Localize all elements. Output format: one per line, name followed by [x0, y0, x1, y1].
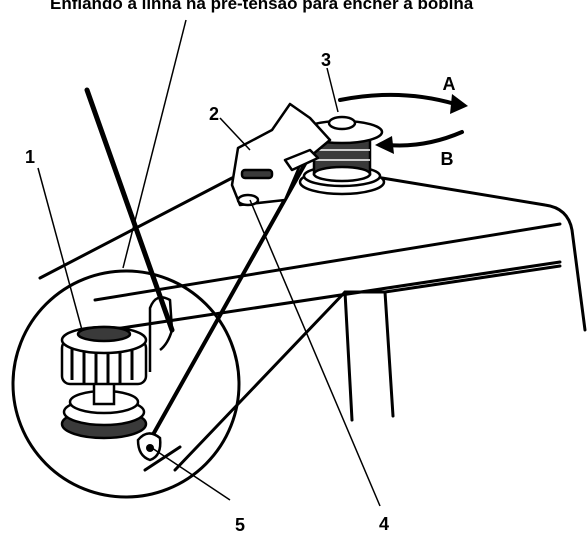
eyelet-hole — [146, 444, 154, 452]
arrowheads — [375, 94, 468, 154]
leader-4 — [249, 199, 381, 507]
arrowhead-b — [375, 136, 394, 154]
leader-1 — [37, 167, 83, 331]
caption-text: Enfiando a linha na pré-tensão para ench… — [50, 0, 474, 13]
leader-lines — [37, 19, 381, 507]
thread-guide-hook — [148, 296, 174, 372]
callout-5: 5 — [235, 515, 245, 535]
callout-3: 3 — [321, 50, 331, 70]
callout-2: 2 — [209, 104, 219, 124]
tension-knob — [60, 325, 148, 440]
leader-3 — [326, 67, 339, 113]
detail-magnifier — [11, 269, 241, 499]
callout-1: 1 — [25, 147, 35, 167]
leader-2 — [219, 117, 251, 151]
direction-arrows — [338, 92, 464, 148]
pre-tension-bracket — [230, 102, 332, 207]
thread-path — [84, 87, 312, 442]
arrow-a — [338, 92, 457, 106]
arrow-b — [386, 130, 464, 148]
leader-5 — [151, 447, 231, 501]
arrowhead-a — [450, 94, 468, 114]
leader-caption — [122, 19, 187, 269]
label-a: A — [443, 74, 456, 94]
callout-4: 4 — [379, 514, 389, 534]
label-b: B — [441, 149, 454, 169]
